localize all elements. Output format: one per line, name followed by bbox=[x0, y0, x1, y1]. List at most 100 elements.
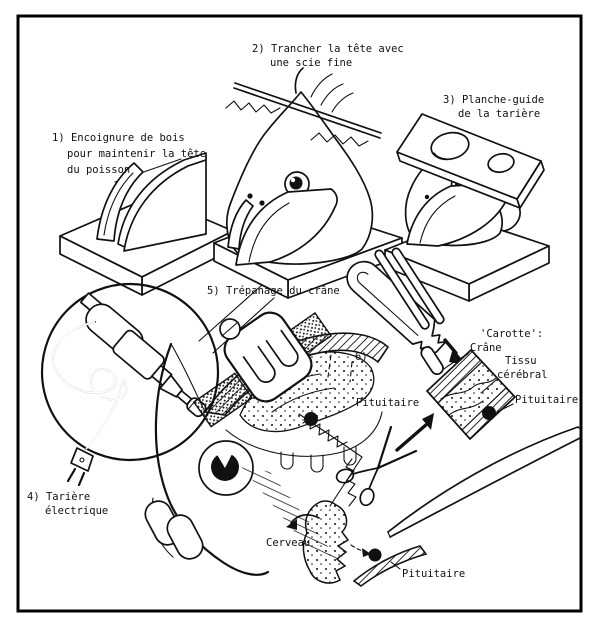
head-tuft bbox=[294, 67, 304, 94]
pupil-notch bbox=[215, 450, 234, 468]
scissor-pivot bbox=[377, 465, 381, 469]
auger-hole-large bbox=[430, 131, 470, 161]
arrowhead bbox=[422, 413, 434, 430]
motion-arc bbox=[320, 83, 344, 106]
jaw-piece bbox=[166, 514, 204, 560]
step-4-label-line-2: électrique bbox=[45, 505, 108, 517]
cavity-lower-rim bbox=[225, 411, 383, 457]
scissor-handle bbox=[368, 467, 379, 490]
step4-electric-auger-drawing bbox=[40, 282, 220, 487]
axis-line bbox=[212, 297, 275, 354]
carotte-tissu-label-line-1: Tissu bbox=[505, 355, 537, 367]
guide-board-top bbox=[396, 113, 542, 200]
nostril bbox=[247, 193, 253, 199]
nostril bbox=[424, 194, 430, 200]
cerveau-label: Cerveau bbox=[266, 537, 310, 549]
carotte-tissu-label-line-2: cérébral bbox=[497, 369, 548, 381]
tweezer-arm bbox=[387, 426, 579, 533]
dissection-drawing bbox=[286, 500, 428, 587]
leader-pituitaire bbox=[496, 403, 514, 413]
base-board-side bbox=[59, 235, 143, 296]
labels: 1) Encoignure de bois pour maintenir la … bbox=[27, 43, 578, 580]
eye-glint bbox=[290, 177, 296, 183]
plug-screw bbox=[79, 457, 85, 463]
motion-arc bbox=[310, 73, 333, 98]
bit-tooth bbox=[242, 345, 276, 383]
corer-tube bbox=[346, 260, 447, 355]
step-2-label-line-2: une scie fine bbox=[270, 57, 352, 69]
step-1-label-line-3: du poisson bbox=[67, 164, 130, 176]
fish-eye bbox=[198, 440, 254, 496]
saw-teeth bbox=[345, 458, 357, 507]
brain-layer bbox=[438, 362, 506, 430]
hole-depth-line bbox=[489, 167, 500, 173]
step2-sawing-drawing bbox=[213, 67, 403, 299]
bone-sliver bbox=[352, 545, 428, 587]
cerveau-arrow bbox=[290, 513, 320, 524]
step1-wood-corner-drawing bbox=[59, 152, 234, 296]
carotte-crane-label: Crâne bbox=[470, 342, 502, 354]
bone-fragment bbox=[192, 372, 254, 428]
tube-wall bbox=[356, 271, 419, 336]
step-1-label-line-2: pour maintenir la tête bbox=[67, 148, 206, 160]
leader-gland bbox=[390, 561, 401, 570]
tissue-line bbox=[448, 400, 484, 416]
magnifier-circle bbox=[40, 282, 220, 462]
saw-blade bbox=[234, 82, 382, 134]
front-wedge-edge bbox=[419, 195, 456, 244]
step-5-label: 5) Trépanage du crâne bbox=[207, 285, 340, 297]
front-wedge-edge bbox=[248, 202, 290, 263]
gland-pituitaire-label: Pituitaire bbox=[402, 568, 465, 580]
bone-scallop bbox=[280, 451, 294, 470]
leader-tissu bbox=[480, 379, 497, 394]
plug-prong bbox=[66, 467, 77, 483]
pituitary-dot bbox=[482, 406, 496, 420]
core-plug bbox=[420, 346, 444, 375]
axis-line bbox=[198, 284, 263, 342]
hole-depth-line bbox=[433, 152, 448, 160]
scissor-blade bbox=[376, 449, 418, 470]
scissor-ring bbox=[359, 487, 375, 507]
tissue-line bbox=[440, 377, 497, 400]
base-board-side bbox=[213, 242, 289, 299]
step-3-label-line-1: 3) Planche-guide bbox=[443, 94, 544, 106]
left-wedge-sliver bbox=[227, 199, 254, 250]
tube-body bbox=[346, 260, 447, 355]
step-3-label-line-2: de la tarière bbox=[458, 108, 540, 120]
carotte-heading-label: 'Carotte': bbox=[480, 328, 543, 340]
plug-prong bbox=[77, 471, 86, 487]
step3-guide-board-drawing bbox=[384, 113, 550, 302]
handle-rod bbox=[374, 249, 430, 330]
carotte-pituitaire-label: Pituitaire bbox=[515, 394, 578, 406]
step-6-label: 6) bbox=[355, 351, 368, 363]
left-wedge-edge bbox=[103, 172, 134, 236]
step-4-label-line-1: 4) Tarière bbox=[27, 491, 90, 503]
head-pituitaire-label: Pituitaire bbox=[356, 397, 419, 409]
nostril bbox=[259, 200, 265, 206]
cut-zigzag bbox=[310, 132, 369, 147]
step5-trepanation-drawing bbox=[144, 284, 390, 576]
auger-hole-small bbox=[487, 152, 515, 174]
trephine-bit bbox=[223, 311, 313, 403]
scissor-ring bbox=[335, 468, 355, 484]
step-1-label-line-1: 1) Encoignure de bois bbox=[52, 132, 185, 144]
front-wedge bbox=[235, 188, 338, 266]
arrowhead bbox=[286, 519, 297, 530]
power-cord-inner bbox=[52, 321, 128, 450]
bone-scallop bbox=[310, 454, 324, 473]
tweezers-drawing bbox=[387, 426, 582, 538]
scissor-blade bbox=[376, 425, 393, 470]
arrow-from-scissors bbox=[395, 422, 429, 452]
scissors-drawing bbox=[335, 425, 418, 507]
brain-fold bbox=[271, 387, 335, 413]
cut-line bbox=[298, 413, 363, 458]
cut-line bbox=[329, 456, 363, 507]
motion-arc bbox=[331, 92, 354, 113]
drill-chuck bbox=[159, 374, 184, 398]
right-wedge bbox=[123, 159, 207, 252]
tweezer-joint bbox=[577, 426, 582, 439]
saw-teeth bbox=[302, 417, 348, 448]
left-wedge bbox=[96, 162, 144, 242]
step6-core-sample-drawing bbox=[346, 247, 516, 452]
